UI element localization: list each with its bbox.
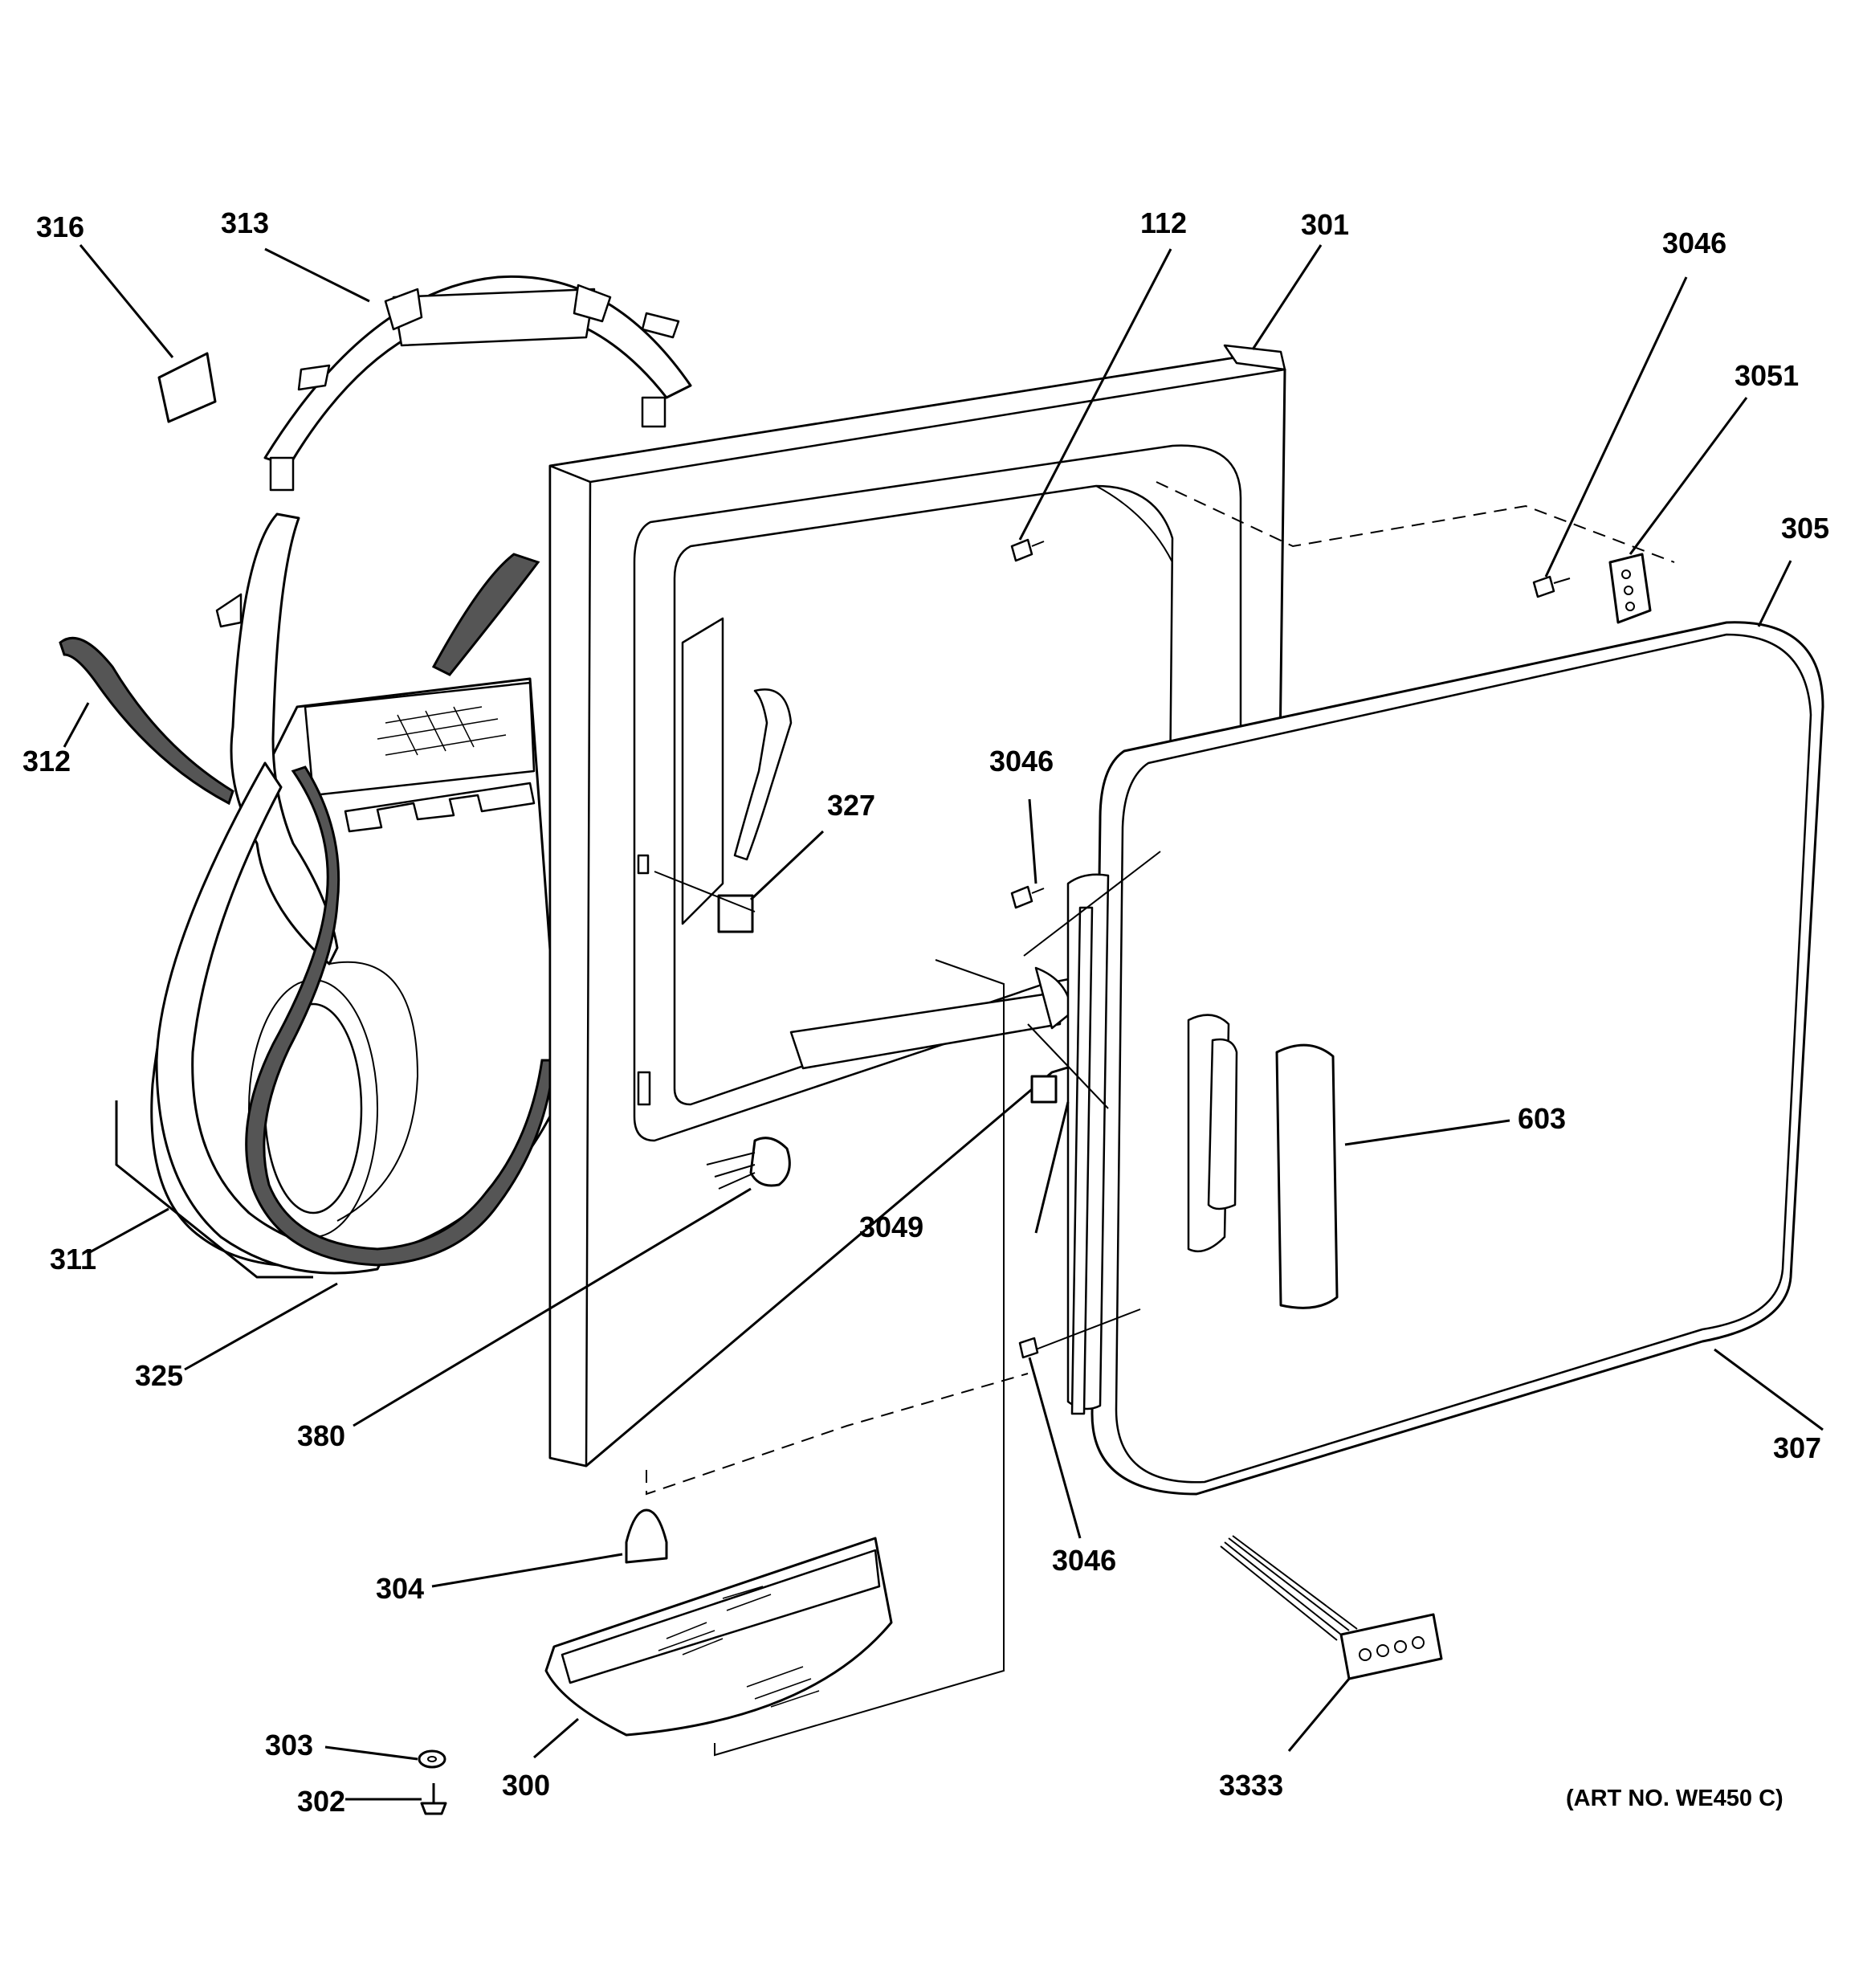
label-303: 303 bbox=[265, 1729, 313, 1761]
label-380: 380 bbox=[297, 1419, 345, 1452]
screw-3046-top bbox=[1532, 575, 1571, 598]
washer-303 bbox=[418, 1749, 446, 1769]
label-3051: 3051 bbox=[1735, 359, 1799, 392]
label-3046-top: 3046 bbox=[1662, 227, 1726, 259]
guide-lines bbox=[646, 481, 1675, 1757]
label-316: 316 bbox=[36, 210, 84, 243]
door-switch-327 bbox=[717, 894, 754, 933]
art-number: (ART NO. WE450 C) bbox=[1566, 1786, 1784, 1811]
door-assembly bbox=[1066, 621, 1824, 1496]
label-325: 325 bbox=[135, 1359, 183, 1392]
screw-3046-mid bbox=[1010, 885, 1045, 909]
screw-112 bbox=[1010, 538, 1045, 562]
label-112: 112 bbox=[1140, 206, 1187, 239]
bumper-304 bbox=[625, 1508, 668, 1564]
top-duct-bracket bbox=[263, 275, 692, 492]
label-3049: 3049 bbox=[859, 1210, 923, 1243]
label-307: 307 bbox=[1773, 1431, 1821, 1464]
label-327: 327 bbox=[827, 789, 875, 822]
label-311: 311 bbox=[50, 1243, 96, 1276]
label-304: 304 bbox=[376, 1572, 424, 1605]
label-3046-bot: 3046 bbox=[1052, 1544, 1116, 1577]
label-302: 302 bbox=[297, 1785, 345, 1818]
part-labels: 316 313 112 301 3046 3051 305 312 3046 3… bbox=[22, 206, 1829, 1818]
screw-3046-bot bbox=[1018, 1337, 1039, 1359]
wire-harness-3333 bbox=[1220, 1535, 1443, 1680]
label-300: 300 bbox=[502, 1769, 550, 1802]
screw-302 bbox=[420, 1783, 447, 1815]
foam-pad bbox=[157, 352, 217, 423]
drum-seal bbox=[155, 512, 387, 1275]
felt-gasket bbox=[59, 553, 556, 1267]
label-603: 603 bbox=[1518, 1102, 1566, 1135]
label-312: 312 bbox=[22, 745, 71, 778]
start-switch-380 bbox=[706, 1137, 791, 1190]
hinge-3051 bbox=[1608, 553, 1652, 624]
label-301: 301 bbox=[1301, 208, 1349, 241]
label-3046-mid: 3046 bbox=[989, 745, 1054, 778]
label-305: 305 bbox=[1781, 512, 1829, 545]
door-catch-3049 bbox=[1030, 1075, 1058, 1104]
label-3333: 3333 bbox=[1219, 1769, 1283, 1802]
leader-lines bbox=[63, 244, 1824, 1801]
toe-panel-300 bbox=[544, 1537, 893, 1737]
label-313: 313 bbox=[221, 206, 269, 239]
